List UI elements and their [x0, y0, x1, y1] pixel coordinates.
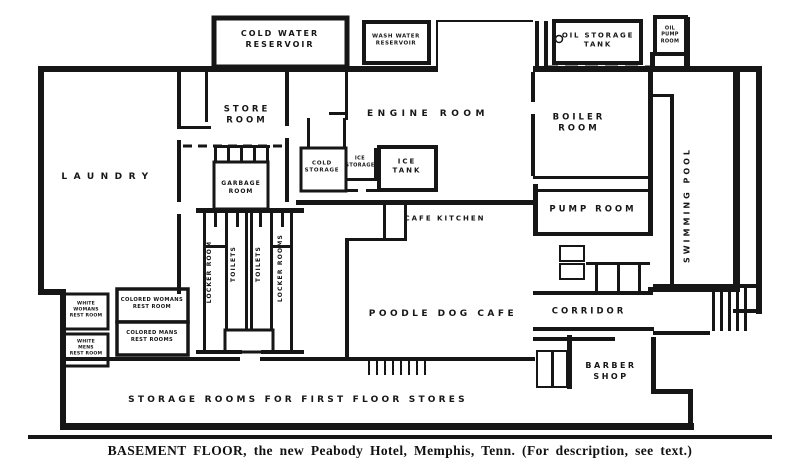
- caption-rule: [28, 435, 772, 439]
- room-label-swimming-pool: SWIMMING POOL: [682, 146, 692, 264]
- room-label-laundry: LAUNDRY: [61, 171, 155, 182]
- room-label-storage-rooms: STORAGE ROOMS FOR FIRST FLOOR STORES: [128, 394, 468, 405]
- room-label-wash-water-reservoir: WASH WATER RESERVOIR: [372, 33, 420, 47]
- solid-walls-group: [38, 17, 762, 430]
- room-label-ice-tank: ICE TANK: [392, 157, 422, 175]
- room-label-white-mens-rest-room: WHITE MENS REST ROOM: [69, 339, 103, 358]
- room-label-cold-storage: COLD STORAGE: [304, 160, 340, 174]
- room-label-toilets-2: TOILETS: [254, 245, 262, 283]
- room-label-colored-womans-rest-room: COLORED WOMANS REST ROOM: [120, 296, 184, 310]
- plan-caption: BASEMENT FLOOR, the new Peabody Hotel, M…: [107, 443, 693, 458]
- room-label-cold-water-reservoir: COLD WATER RESERVOIR: [240, 29, 320, 49]
- room-label-colored-mans-rest-rooms: COLORED MANS REST ROOMS: [126, 329, 178, 343]
- room-label-poodle-dog-cafe: POODLE DOG CAFE: [368, 308, 518, 319]
- room-label-white-womans-rest-room: WHITE WOMANS REST ROOM: [69, 301, 103, 320]
- room-label-boiler-room: BOILER ROOM: [552, 112, 606, 134]
- room-label-engine-room: ENGINE ROOM: [367, 108, 489, 119]
- room-label-corridor: CORRIDOR: [551, 306, 627, 317]
- room-label-toilets-1: TOILETS: [229, 245, 237, 283]
- room-label-locker-rooms: LOCKER ROOMS: [276, 233, 284, 303]
- room-label-locker-room: LOCKER ROOM: [205, 240, 213, 304]
- room-label-cafe-kitchen: CAFE KITCHEN: [404, 214, 486, 223]
- room-label-store-room: STORE ROOM: [223, 104, 271, 126]
- room-label-pump-room: PUMP ROOM: [549, 204, 637, 215]
- room-label-ice-storage: ICE STORAGE: [345, 155, 375, 168]
- room-label-oil-pump-room: OIL PUMP ROOM: [660, 25, 680, 45]
- outlined-rooms-group: [62, 15, 688, 388]
- room-label-garbage-room: GARBAGE ROOM: [221, 179, 261, 195]
- room-label-barber-shop: BARBER SHOP: [585, 361, 637, 381]
- room-label-oil-storage-tank: OIL STORAGE TANK: [561, 31, 635, 49]
